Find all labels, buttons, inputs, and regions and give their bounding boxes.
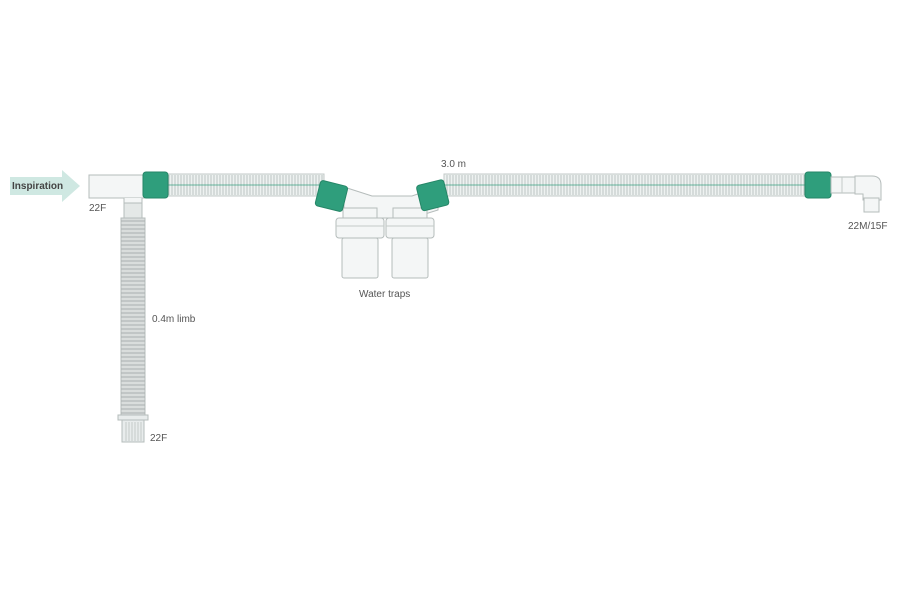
tee-port-label: 22F	[89, 203, 106, 214]
inspiration-arrow: Inspiration	[10, 170, 80, 202]
inspiration-label: Inspiration	[12, 181, 63, 192]
cuff-y-left	[314, 180, 349, 212]
water-traps-label: Water traps	[359, 289, 410, 300]
limb-connector-flange	[117, 414, 149, 421]
patient-port-label: 22M/15F	[848, 221, 887, 232]
water-trap-left-bowl	[341, 237, 379, 279]
vertical-limb	[117, 195, 149, 443]
water-traps	[335, 207, 435, 279]
elbow-sleeve	[830, 176, 856, 194]
water-trap-left	[335, 207, 385, 279]
limb-ribs	[121, 220, 145, 414]
elbow-outlet	[863, 197, 880, 213]
water-trap-right-cap	[385, 217, 435, 239]
elbow-bend	[854, 175, 882, 201]
main-tube-left	[165, 173, 325, 197]
water-trap-right	[385, 207, 435, 279]
patient-elbow-connector	[830, 175, 882, 213]
tee-piece	[88, 174, 146, 204]
tee-piece-body	[88, 174, 146, 199]
main-tube-right	[443, 173, 807, 197]
length-label: 3.0 m	[441, 159, 466, 170]
cuff-patient-end	[804, 171, 832, 199]
cuff-tee	[142, 171, 169, 199]
limb-port-label: 22F	[150, 433, 167, 444]
tee-piece-neck	[123, 198, 143, 204]
water-trap-right-bowl	[391, 237, 429, 279]
cuff-y-right	[416, 179, 450, 212]
water-trap-left-cap	[335, 217, 385, 239]
limb-end-grip-lines	[125, 422, 142, 441]
limb-label: 0.4m limb	[152, 314, 196, 325]
inspiration-arrow-shape	[10, 170, 80, 202]
